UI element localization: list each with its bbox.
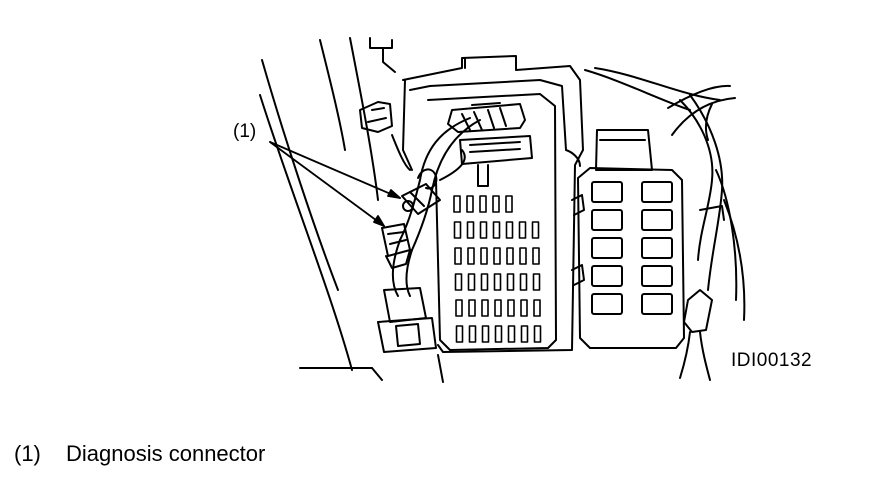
- relay-socket: [642, 182, 672, 202]
- fuse-slot: [469, 274, 475, 290]
- fuse-slot: [521, 300, 527, 316]
- fuse-slot: [495, 274, 501, 290]
- callout-leaders: [270, 142, 400, 226]
- diagnosis-harness: [378, 118, 480, 352]
- fuse-slot: [521, 274, 527, 290]
- fuse-slot: [508, 274, 514, 290]
- fuse-slot: [455, 222, 461, 238]
- fuse-slot: [535, 326, 541, 342]
- fuse-slot: [494, 222, 500, 238]
- relay-socket: [592, 266, 622, 286]
- fuse-slot: [482, 274, 488, 290]
- diagnosis-connector-lower: [382, 224, 410, 268]
- harness-connector-top: [448, 104, 532, 186]
- fuse-slot: [454, 196, 460, 212]
- legend: (1) Diagnosis connector: [14, 441, 265, 467]
- relay-socket: [592, 182, 622, 202]
- fuse-slot: [455, 248, 461, 264]
- fuse-slot: [534, 300, 540, 316]
- fuse-slot: [468, 222, 474, 238]
- fuse-slot-grid: [454, 196, 541, 342]
- relay-socket: [592, 238, 622, 258]
- fuse-slot: [508, 300, 514, 316]
- fuse-slot: [507, 248, 513, 264]
- fuse-slot: [507, 222, 513, 238]
- fuse-slot: [522, 326, 528, 342]
- fuse-slot: [534, 274, 540, 290]
- fuse-panel: [428, 94, 556, 350]
- relay-socket: [642, 266, 672, 286]
- relay-socket: [642, 238, 672, 258]
- fuse-slot: [509, 326, 515, 342]
- fuse-slot: [533, 248, 539, 264]
- legend-text: Diagnosis connector: [66, 441, 266, 466]
- fuse-slot: [533, 222, 539, 238]
- fuse-slot: [494, 248, 500, 264]
- relay-socket: [642, 210, 672, 230]
- callout-label: (1): [233, 121, 257, 142]
- fuse-slot: [495, 300, 501, 316]
- fuse-slot: [483, 326, 489, 342]
- fuse-slot: [457, 326, 463, 342]
- figure-id: IDI00132: [731, 350, 813, 371]
- fuse-slot: [467, 196, 473, 212]
- relay-block: [572, 130, 684, 348]
- fuse-slot: [480, 196, 486, 212]
- legend-number: (1): [14, 441, 41, 466]
- trim-panel: [260, 38, 443, 382]
- fuse-slot: [481, 222, 487, 238]
- fuse-slot: [481, 248, 487, 264]
- fuse-slot: [468, 248, 474, 264]
- fuse-slot: [456, 300, 462, 316]
- fuse-slot: [482, 300, 488, 316]
- fuse-box-illustration: [0, 0, 880, 400]
- fuse-slot: [456, 274, 462, 290]
- fuse-slot: [506, 196, 512, 212]
- fuse-slot: [520, 248, 526, 264]
- diagnosis-connector-upper: [402, 169, 440, 214]
- fuse-box-housing: [403, 56, 583, 352]
- fuse-slot: [470, 326, 476, 342]
- relay-socket: [592, 210, 622, 230]
- fuse-slot: [469, 300, 475, 316]
- fuse-slot: [520, 222, 526, 238]
- relay-socket: [642, 294, 672, 314]
- line-drawing: [0, 0, 880, 400]
- relay-socket: [592, 294, 622, 314]
- fuse-slot: [493, 196, 499, 212]
- fuse-slot: [496, 326, 502, 342]
- right-harness: [585, 68, 744, 380]
- left-clip: [360, 102, 410, 170]
